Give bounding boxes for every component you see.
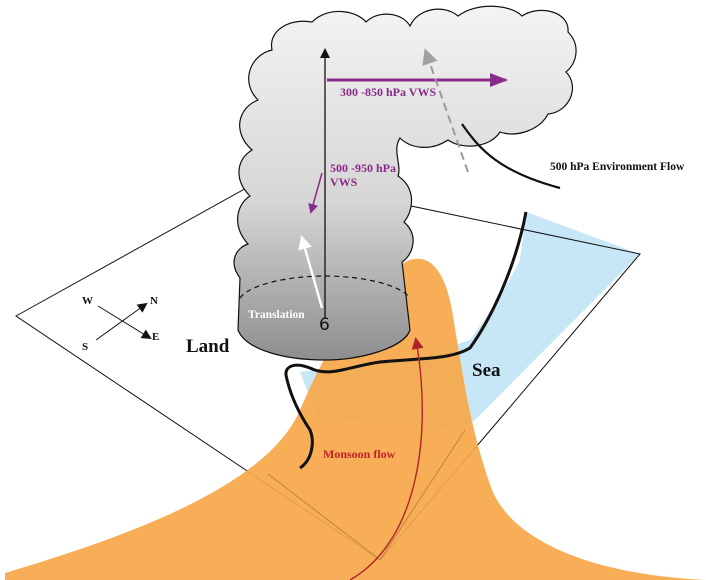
vws-lower-label-line2: VWS [330,175,358,189]
ground-plane-overlay [267,429,466,561]
compass-east: E [152,331,159,343]
compass-wn-axis [97,305,152,340]
monsoon-flow-arrow [349,337,424,580]
environment-flow-curve [461,123,561,190]
land-label: Land [186,336,230,357]
cloud-base-back [239,275,411,299]
compass-west: W [82,295,93,307]
monsoon-flow-label: Monsoon flow [323,447,396,461]
cyclone-cloud-column [233,5,577,361]
vws-upper-label: 300 -850 hPa VWS [340,85,436,99]
storm-symbol: 6 [319,315,330,335]
environment-flow-label: 500 hPa Environment Flow [550,161,685,173]
vws-lower-label-line1: 500 -950 hPa [330,161,396,175]
environment-flow-arrow [422,48,469,173]
coastline [284,211,528,470]
compass-se-axis [95,302,148,341]
compass: W N S E [82,295,159,353]
vws-lower-arrow [308,172,323,214]
translation-label: Translation [248,309,305,321]
sea-label: Sea [472,360,501,381]
monsoon-flow-region [5,258,706,580]
translation-arrow [298,235,324,309]
compass-north: N [150,295,158,307]
compass-south: S [82,341,88,353]
